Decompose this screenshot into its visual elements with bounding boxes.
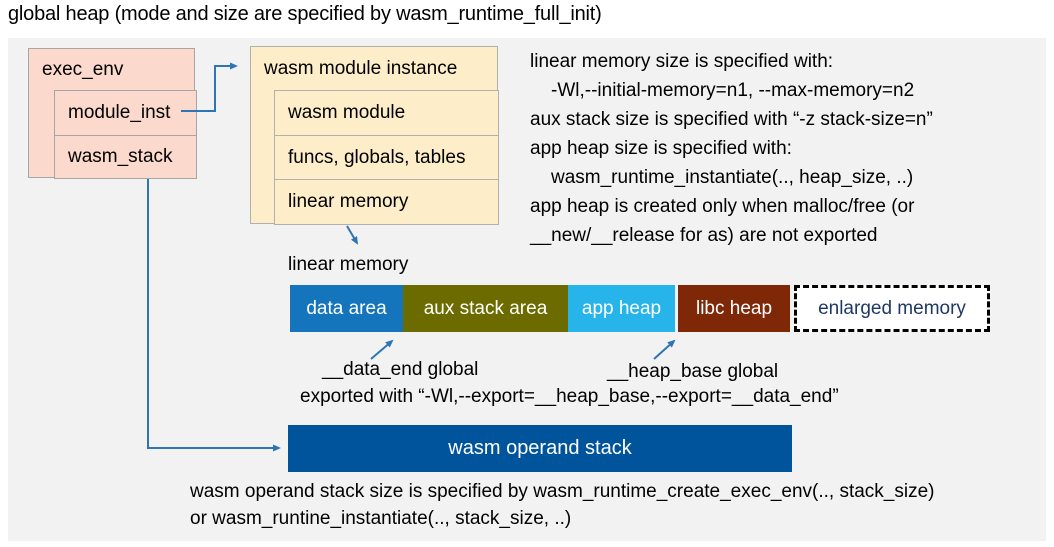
note-line: wasm_runtime_instantiate(.., heap_size, …	[551, 167, 914, 188]
module-row-wasm-module: wasm module	[274, 90, 499, 136]
exec-env-header: exec_env	[42, 59, 124, 80]
right-notes: linear memory size is specified with: -W…	[530, 47, 933, 250]
exec-env-row-wasm-stack: wasm_stack	[54, 135, 197, 179]
linear-memory-bar: data area aux stack area app heap libc h…	[290, 285, 990, 332]
heap-base-global-label: __heap_base global	[607, 361, 779, 382]
exec-env-box: exec_env module_inst wasm_stack	[28, 48, 197, 179]
segment-libc-heap: libc heap	[678, 285, 790, 332]
segment-aux-stack-area: aux stack area	[403, 285, 568, 332]
export-flags-note: exported with “-Wl,--export=__heap_base,…	[300, 386, 839, 407]
segment-enlarged-memory: enlarged memory	[794, 285, 990, 332]
wasm-module-instance-header: wasm module instance	[264, 58, 458, 79]
module-row-funcs-globals-tables: funcs, globals, tables	[274, 135, 499, 180]
note-line: wasm operand stack size is specified by …	[190, 481, 935, 502]
wasm-module-instance-box: wasm module instance wasm module funcs, …	[250, 46, 499, 225]
diagram-title: global heap (mode and size are specified…	[8, 3, 602, 25]
note-line: or wasm_runtine_instantiate(.., stack_si…	[190, 508, 572, 529]
module-row-linear-memory: linear memory	[274, 179, 499, 225]
data-end-global-label: __data_end global	[322, 359, 479, 380]
exec-env-row-module-inst: module_inst	[54, 90, 197, 136]
note-line: __new/__release for as) are not exported	[530, 225, 878, 246]
note-line: app heap size is specified with:	[530, 138, 792, 159]
wasm-operand-stack-bar: wasm operand stack	[288, 425, 792, 472]
segment-data-area: data area	[290, 285, 403, 332]
note-line: linear memory size is specified with:	[530, 51, 834, 72]
note-line: -Wl,--initial-memory=n1, --max-memory=n2	[551, 80, 915, 101]
note-line: aux stack size is specified with “-z sta…	[530, 109, 933, 130]
operand-stack-notes: wasm operand stack size is specified by …	[190, 478, 935, 532]
note-line: app heap is created only when malloc/fre…	[530, 196, 915, 217]
segment-app-heap: app heap	[568, 285, 675, 332]
linear-memory-label: linear memory	[288, 254, 409, 275]
